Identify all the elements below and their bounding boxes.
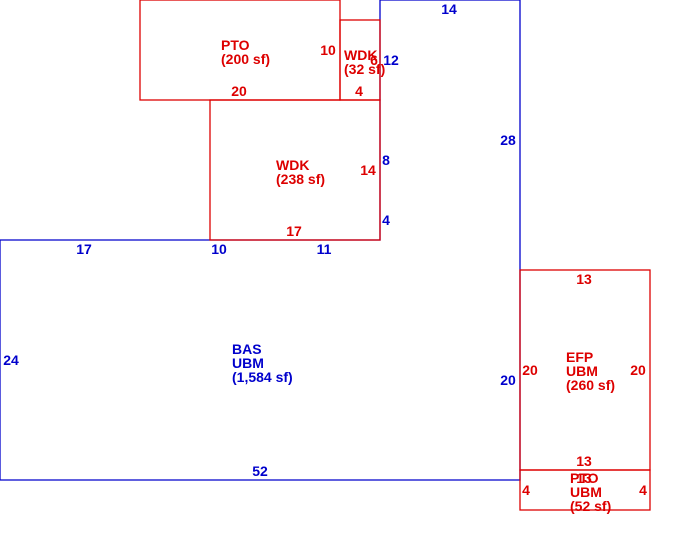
wdk-large-outline: [209, 99, 381, 241]
pto-top-area-label: (200 sf): [221, 51, 270, 67]
efp-dim-bottom: 13: [576, 453, 592, 469]
pto-top-code-label: PTO: [221, 37, 250, 53]
bas-dim-left: 24: [3, 352, 19, 368]
bas-dim-right-lower: 20: [500, 372, 516, 388]
bas-dim-top-left: 17: [76, 241, 92, 257]
pto-top-dim-bottom: 20: [231, 83, 247, 99]
bas-dim-right-upper: 28: [500, 132, 516, 148]
wdk-small-dim-right: 6: [370, 52, 378, 68]
pto-bottom-type-label: UBM: [570, 484, 602, 500]
bas-area-label: (1,584 sf): [232, 369, 293, 385]
wdk-small-code-label: WDK: [344, 47, 377, 63]
bas-dim-notch-lower: 4: [382, 212, 390, 228]
pto-bottom-code-label: PTO: [570, 470, 599, 486]
efp-dim-top: 13: [576, 271, 592, 287]
bas-dim-top-right: 14: [441, 1, 457, 17]
wdk-large-code-label: WDK: [276, 157, 309, 173]
efp-code-label: EFP: [566, 349, 593, 365]
efp-dim-left: 20: [522, 362, 538, 378]
pto-bottom-dim-left: 4: [522, 482, 530, 498]
pto-bottom-outline: [519, 469, 651, 511]
pto-bottom-area-label: (52 sf): [570, 498, 611, 514]
bas-dim-notch-top: 12: [383, 52, 399, 68]
bas-dim-bottom: 52: [252, 463, 268, 479]
efp-type-label: UBM: [566, 363, 598, 379]
bas-dim-top-mid-a: 10: [211, 241, 227, 257]
pto-top-dim-right: 10: [320, 42, 336, 58]
bas-code-label: BAS: [232, 341, 262, 357]
wdk-large-dim-bottom: 17: [286, 223, 302, 239]
efp-area-label: (260 sf): [566, 377, 615, 393]
pto-bottom-dim-top: 13: [576, 470, 592, 486]
wdk-large-area-label: (238 sf): [276, 171, 325, 187]
wdk-large-dim-right: 14: [360, 162, 376, 178]
bas-dim-notch-upper: 8: [382, 152, 390, 168]
bas-dim-top-mid-b: 11: [317, 241, 332, 257]
efp-dim-right: 20: [630, 362, 646, 378]
pto-bottom-dim-right: 4: [639, 482, 647, 498]
wdk-small-area-label: (32 sf): [344, 61, 385, 77]
wdk-small-dim-bottom: 4: [355, 83, 363, 99]
bas-type-label: UBM: [232, 355, 264, 371]
